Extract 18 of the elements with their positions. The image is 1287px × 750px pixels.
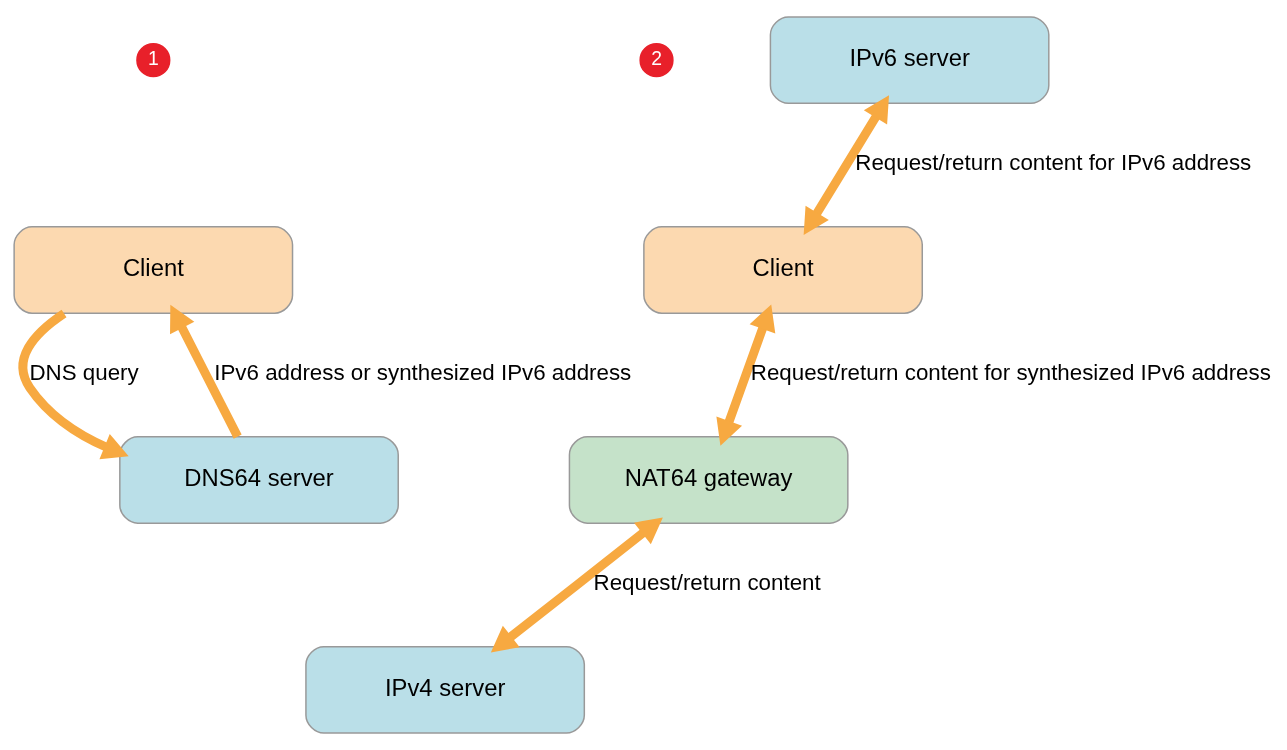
arrow [490, 517, 663, 653]
node-circle: 1 [136, 43, 171, 78]
node-circle: 2 [639, 43, 674, 78]
node-box: Client [643, 226, 923, 314]
arrow [803, 95, 890, 235]
node-box: Client [13, 226, 294, 314]
edge-label: IPv6 address or synthesized IPv6 address [214, 360, 632, 386]
edge-label: Request/return content for IPv6 address [855, 150, 1252, 176]
node-box: IPv6 server [769, 16, 1050, 105]
edge-label: Request/return content for synthesized IPv6 address [750, 360, 1271, 386]
node-box: IPv4 server [305, 645, 586, 734]
arrow [170, 304, 242, 439]
node-box: DNS64 server [119, 436, 399, 524]
edge-label: Request/return content [593, 570, 821, 596]
edge-label: DNS query [29, 360, 139, 386]
arrow [716, 304, 776, 446]
node-box: NAT64 gateway [568, 436, 849, 524]
arrow [18, 309, 129, 460]
